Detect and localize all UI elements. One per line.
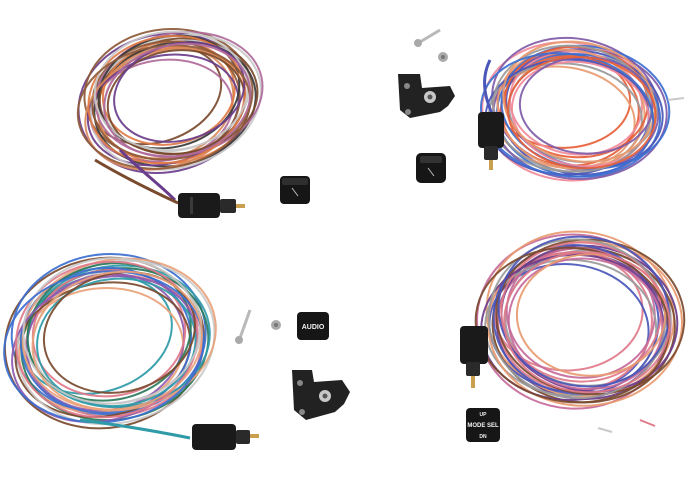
- wire-strand: [21, 257, 217, 412]
- wire-strand: [497, 235, 670, 388]
- wire-strand: [515, 253, 667, 377]
- nut: [438, 52, 448, 62]
- wire-strand: [495, 238, 686, 396]
- wire-strand: [484, 258, 658, 397]
- harness-connector: [94, 148, 245, 218]
- audio-cap-label: AUDIO: [302, 324, 325, 331]
- wire-strand: [503, 251, 671, 394]
- wire-strand: [103, 42, 252, 158]
- kit-bottom-right: UP MODE SEL DN: [460, 230, 686, 442]
- wire-harness-coil: [479, 36, 671, 182]
- mounting-bracket: [292, 370, 350, 420]
- harness-connector: [478, 59, 504, 170]
- wire-strand: [10, 253, 207, 416]
- dn-label: DN: [479, 434, 487, 440]
- switch-cap: [416, 153, 446, 183]
- wire-strand: [31, 270, 203, 411]
- nut: [271, 320, 281, 330]
- wire-strand: [3, 270, 205, 424]
- harness-connector: [79, 418, 259, 450]
- kit-top-left: [76, 27, 310, 218]
- up-label: UP: [480, 412, 488, 418]
- kit-top-right: [398, 28, 685, 183]
- wire-strand: [42, 271, 197, 394]
- wire-strand: [14, 281, 192, 419]
- wire-strand: [488, 263, 650, 393]
- screw: [235, 309, 252, 344]
- wire-tip: [667, 97, 685, 101]
- kit-bottom-left: AUDIO: [3, 253, 350, 450]
- mode-switch-cap: UP MODE SEL DN: [466, 408, 500, 442]
- screw: [414, 28, 441, 47]
- switch-cap: [280, 176, 310, 204]
- wire-strand: [18, 286, 185, 414]
- wire-strand: [22, 257, 201, 405]
- wire-tip: [597, 419, 656, 433]
- wire-strand: [15, 260, 199, 419]
- harness-connector: [460, 326, 488, 388]
- wire-harness-coil: [76, 27, 264, 175]
- audio-switch-cap: AUDIO: [297, 312, 329, 340]
- wire-harness-coil: [3, 253, 217, 430]
- wire-strand: [506, 56, 657, 170]
- mode-sel-label: MODE SEL: [467, 423, 499, 429]
- wire-harness-coil: [474, 230, 686, 410]
- mounting-bracket: [398, 74, 455, 118]
